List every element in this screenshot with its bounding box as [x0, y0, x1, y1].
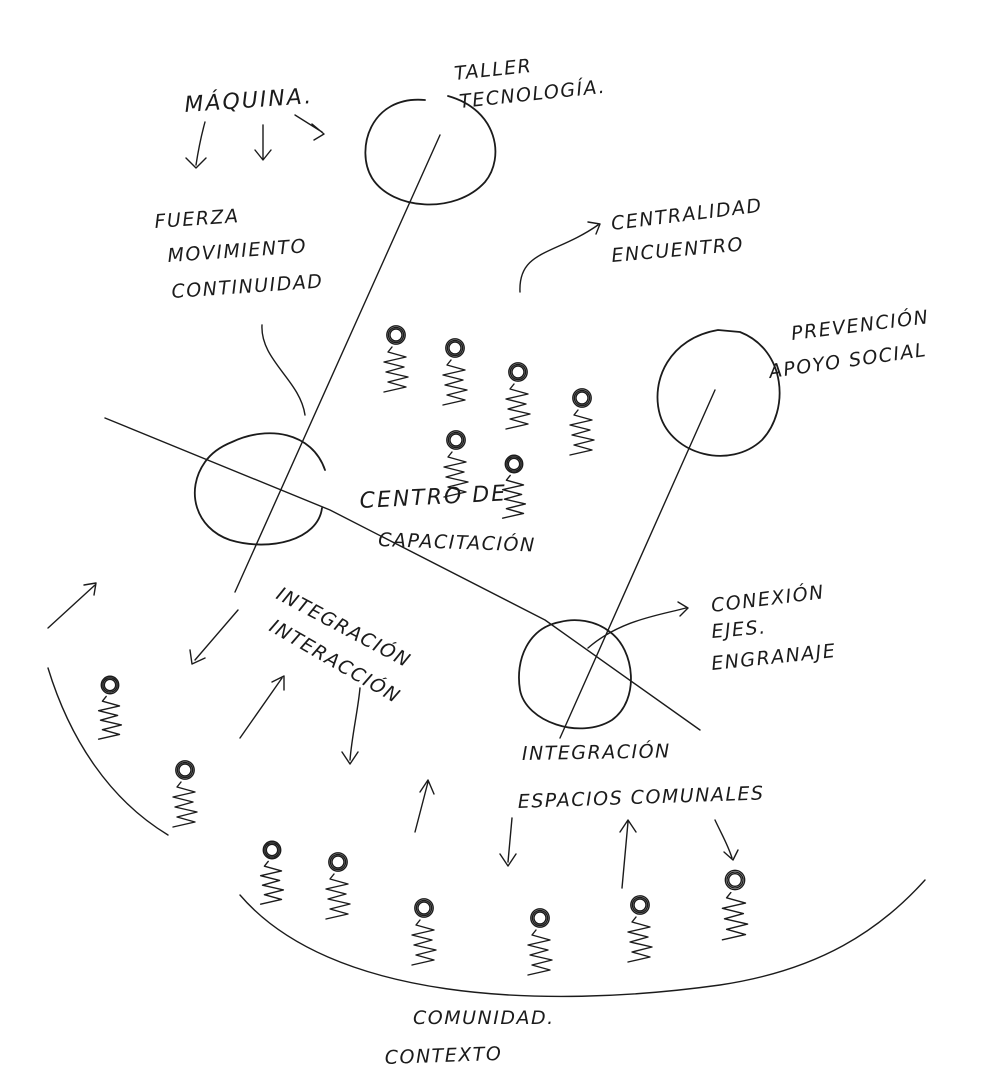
label-apoyo-social: APOYO SOCIAL	[766, 339, 929, 383]
labels: MÁQUINA. TALLER TECNOLOGÍA. FUERZA MOVIM…	[154, 55, 931, 1069]
label-ejes: EJES.	[711, 616, 768, 643]
person-scribble-icon	[627, 895, 653, 963]
maquina-arrow-2-icon	[254, 124, 272, 161]
espacios-arrow-1-icon	[499, 817, 517, 867]
label-fuerza: FUERZA	[154, 205, 240, 233]
person-scribble-icon	[527, 908, 553, 976]
prevencion-circle-icon	[656, 329, 781, 457]
interaction-arrow-1-icon	[189, 609, 239, 665]
person-scribble-icon	[383, 325, 409, 393]
left-arrow-top-icon	[47, 582, 97, 629]
label-taller: TALLER	[453, 55, 533, 85]
label-engranaje: ENGRANAJE	[710, 640, 837, 675]
left-arc	[47, 667, 169, 836]
label-integracion-bottom: INTEGRACIÓN	[522, 738, 671, 765]
person-scribble-icon	[721, 869, 749, 941]
conexion-arrow-icon	[587, 601, 689, 649]
conexion-circle-icon	[518, 619, 632, 730]
person-scribble-icon	[442, 338, 468, 406]
secondary-diagonal-axis	[104, 417, 701, 731]
label-centralidad: CENTRALIDAD	[610, 195, 764, 235]
fuerza-curve-arrow	[261, 324, 306, 416]
nodes	[193, 95, 781, 730]
label-maquina: MÁQUINA.	[184, 83, 314, 118]
taller-circle-icon	[364, 95, 497, 206]
person-scribble-icon	[569, 388, 595, 456]
espacios-arrow-3-icon	[714, 819, 739, 861]
maquina-arrow-3-icon	[294, 114, 325, 141]
label-centro-de: CENTRO DE	[359, 481, 508, 514]
interaction-arrow-2-icon	[239, 675, 285, 739]
centralidad-arrow-icon	[519, 221, 601, 293]
label-contexto: CONTEXTO	[384, 1043, 502, 1069]
people-group	[97, 325, 749, 976]
interaction-arrow-3-icon	[341, 687, 361, 765]
person-scribble-icon	[97, 675, 123, 740]
person-scribble-icon	[443, 430, 469, 498]
label-conexion: CONEXIÓN	[710, 579, 826, 617]
label-continuidad: CONTINUIDAD	[171, 270, 324, 303]
espacios-arrow-2-icon	[619, 819, 637, 889]
label-encuentro: ENCUENTRO	[611, 233, 745, 266]
label-movimiento: MOVIMIENTO	[167, 235, 308, 267]
person-scribble-icon	[325, 852, 351, 920]
label-prevencion: PREVENCIÓN	[790, 304, 931, 345]
central-circle-icon	[193, 432, 326, 546]
person-scribble-icon	[259, 840, 285, 905]
label-espacios-comunales: ESPACIOS COMUNALES	[517, 782, 765, 813]
arrows	[47, 114, 739, 889]
main-diagonal-axis	[234, 134, 441, 593]
label-capacitacion: CAPACITACIÓN	[378, 527, 536, 556]
maquina-arrow-1-icon	[185, 121, 207, 169]
community-arcs	[47, 667, 926, 998]
person-scribble-icon	[411, 898, 437, 966]
bottom-arc	[239, 879, 926, 998]
person-scribble-icon	[505, 362, 531, 430]
person-scribble-icon	[501, 454, 527, 519]
label-comunidad: COMUNIDAD.	[413, 1007, 555, 1029]
person-scribble-icon	[172, 760, 198, 828]
interaction-arrow-4-icon	[414, 779, 435, 833]
